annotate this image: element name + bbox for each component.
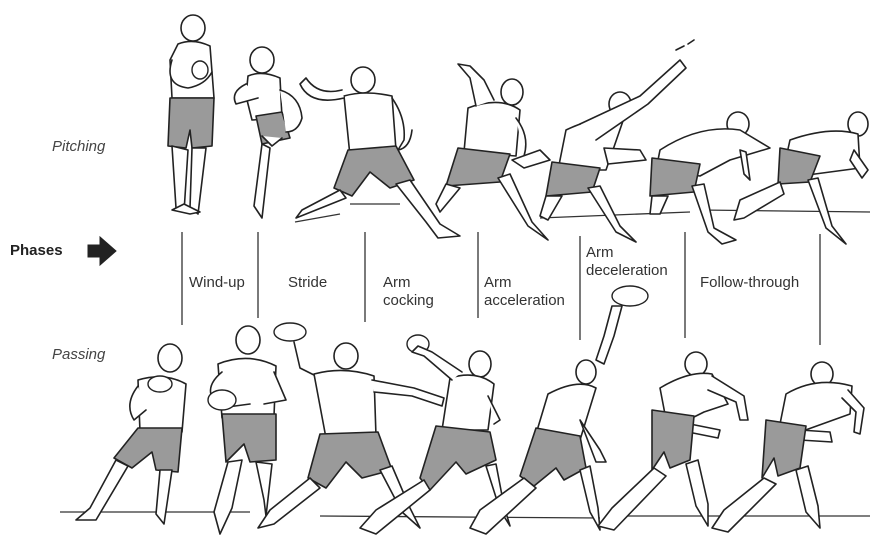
pitching-windup-figure bbox=[168, 15, 214, 214]
passing-label: Passing bbox=[52, 346, 105, 364]
phase-label-stride: Stride bbox=[288, 274, 327, 292]
pitching-arm-cocking-figure bbox=[296, 67, 460, 238]
phase-label-line: Stride bbox=[288, 274, 327, 292]
phase-label-arm-acceleration: Arm acceleration bbox=[484, 274, 565, 310]
phase-label-arm-cocking: Arm cocking bbox=[383, 274, 434, 310]
passing-follow-through-figure-2 bbox=[712, 362, 864, 532]
phase-label-line: Arm bbox=[484, 274, 565, 292]
passing-ground-lines bbox=[60, 512, 870, 518]
pitching-follow-through-figure-1 bbox=[650, 112, 770, 244]
pitching-follow-through-figure-2 bbox=[734, 112, 868, 244]
phases-label: Phases bbox=[10, 242, 63, 260]
passing-windup-figure bbox=[76, 344, 186, 524]
phase-label-line: deceleration bbox=[586, 262, 668, 280]
passing-follow-through-figure-1 bbox=[598, 352, 748, 530]
pitching-ground-lines bbox=[295, 204, 870, 222]
arrow-right-icon bbox=[88, 237, 116, 265]
phase-label-line: Wind-up bbox=[189, 274, 245, 292]
phase-label-line: acceleration bbox=[484, 292, 565, 310]
phase-label-line: Follow-through bbox=[700, 274, 799, 292]
pitching-arm-acceleration-figure bbox=[436, 64, 550, 240]
passing-stride-figure bbox=[208, 326, 286, 534]
phase-label-line: cocking bbox=[383, 292, 434, 310]
phase-label-line: Arm bbox=[586, 244, 668, 262]
phase-label-line: Arm bbox=[383, 274, 434, 292]
phase-label-follow-through: Follow-through bbox=[700, 274, 799, 292]
pitching-label: Pitching bbox=[52, 138, 105, 156]
pitching-stride-figure bbox=[234, 47, 302, 218]
phase-label-arm-deceleration: Arm deceleration bbox=[586, 244, 668, 280]
pitching-arm-deceleration-figure bbox=[540, 40, 694, 242]
phase-label-wind-up: Wind-up bbox=[189, 274, 245, 292]
